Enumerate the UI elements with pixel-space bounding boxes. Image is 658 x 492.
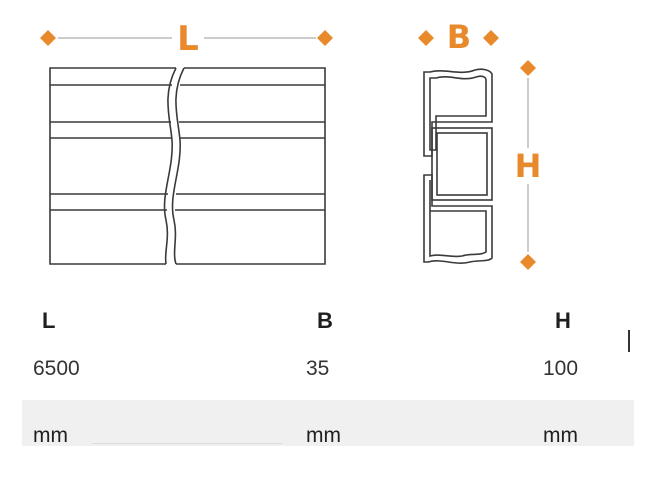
value-width: 35 (306, 357, 330, 380)
diamond-marker (40, 30, 56, 46)
width-label: B (447, 18, 471, 56)
diamond-marker (520, 60, 536, 76)
diamond-marker (520, 254, 536, 270)
length-label: L (177, 19, 199, 59)
header-length: L (42, 308, 56, 333)
diamond-marker (317, 30, 333, 46)
length-dimension: L (40, 19, 333, 59)
unit-width: mm (306, 424, 341, 447)
text-cursor (628, 330, 630, 352)
value-length: 6500 (33, 357, 80, 380)
unit-length: mm (33, 424, 68, 447)
header-height: H (555, 308, 571, 333)
height-dimension: H (515, 60, 542, 270)
diamond-marker (418, 30, 434, 46)
unit-row-band (22, 400, 634, 446)
diamond-marker (483, 30, 499, 46)
unit-height: mm (543, 424, 578, 447)
value-height: 100 (543, 357, 579, 380)
header-width: B (317, 308, 333, 333)
profile-diagram: L B H (40, 18, 542, 270)
height-label: H (515, 147, 542, 185)
profile-side-view (49, 67, 326, 265)
divider (92, 443, 282, 444)
width-dimension: B (418, 18, 499, 56)
profile-cross-section (423, 68, 493, 264)
